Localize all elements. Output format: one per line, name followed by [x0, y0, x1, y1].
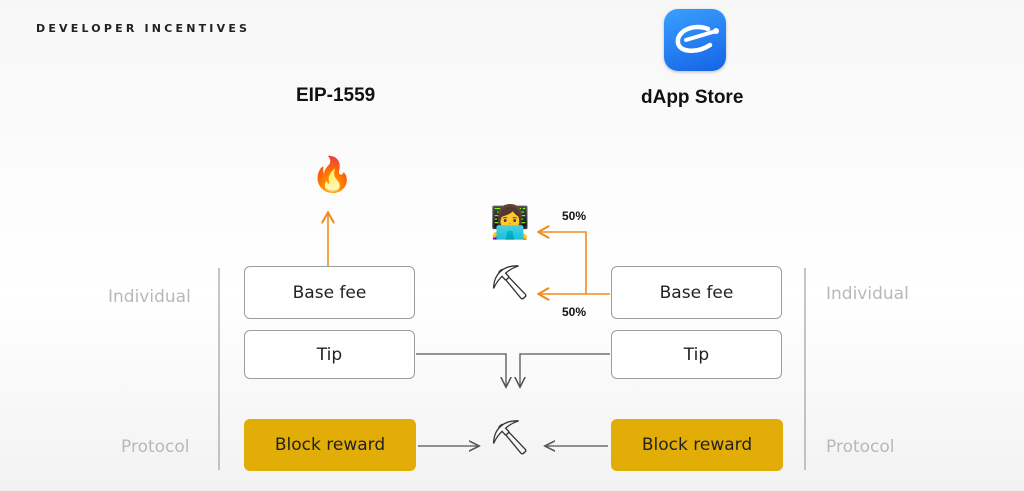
protocol-label-left: Protocol	[121, 437, 190, 457]
section-title: DEVELOPER INCENTIVES	[36, 22, 251, 35]
tip-left-arrow	[416, 353, 506, 386]
individual-label-right: Individual	[826, 284, 909, 304]
pickaxe-icon-bottom: ⛏	[488, 418, 532, 458]
base-fee-label-left: Base fee	[292, 282, 367, 303]
protocol-label-right: Protocol	[826, 437, 895, 457]
tip-box-left: Tip	[244, 330, 415, 379]
tip-right-arrow	[520, 353, 610, 386]
dapp-store-title: dApp Store	[641, 87, 744, 108]
individual-label-left: Individual	[108, 287, 191, 307]
base-fee-label-right: Base fee	[659, 282, 734, 303]
tip-label-left: Tip	[316, 344, 343, 365]
base-fee-box-left: Base fee	[244, 266, 415, 319]
eip1559-title: EIP-1559	[296, 85, 376, 106]
block-reward-label-right: Block reward	[641, 435, 753, 455]
tip-box-right: Tip	[611, 330, 782, 379]
block-reward-label-left: Block reward	[274, 435, 386, 455]
developer-icon: 👩‍💻	[490, 203, 530, 241]
split-developer-arrow	[540, 232, 610, 295]
fire-icon: 🔥	[311, 155, 354, 195]
tip-label-right: Tip	[683, 344, 710, 365]
base-fee-box-right: Base fee	[611, 266, 782, 319]
miner-share-pct: 50%	[562, 305, 587, 319]
dapp-logo-icon	[675, 24, 719, 53]
block-reward-box-right: Block reward	[611, 419, 783, 471]
dapp-store-app-icon	[664, 9, 726, 71]
block-reward-box-left: Block reward	[244, 419, 416, 471]
pickaxe-icon-top: ⛏	[488, 263, 532, 303]
developer-share-pct: 50%	[562, 209, 587, 223]
